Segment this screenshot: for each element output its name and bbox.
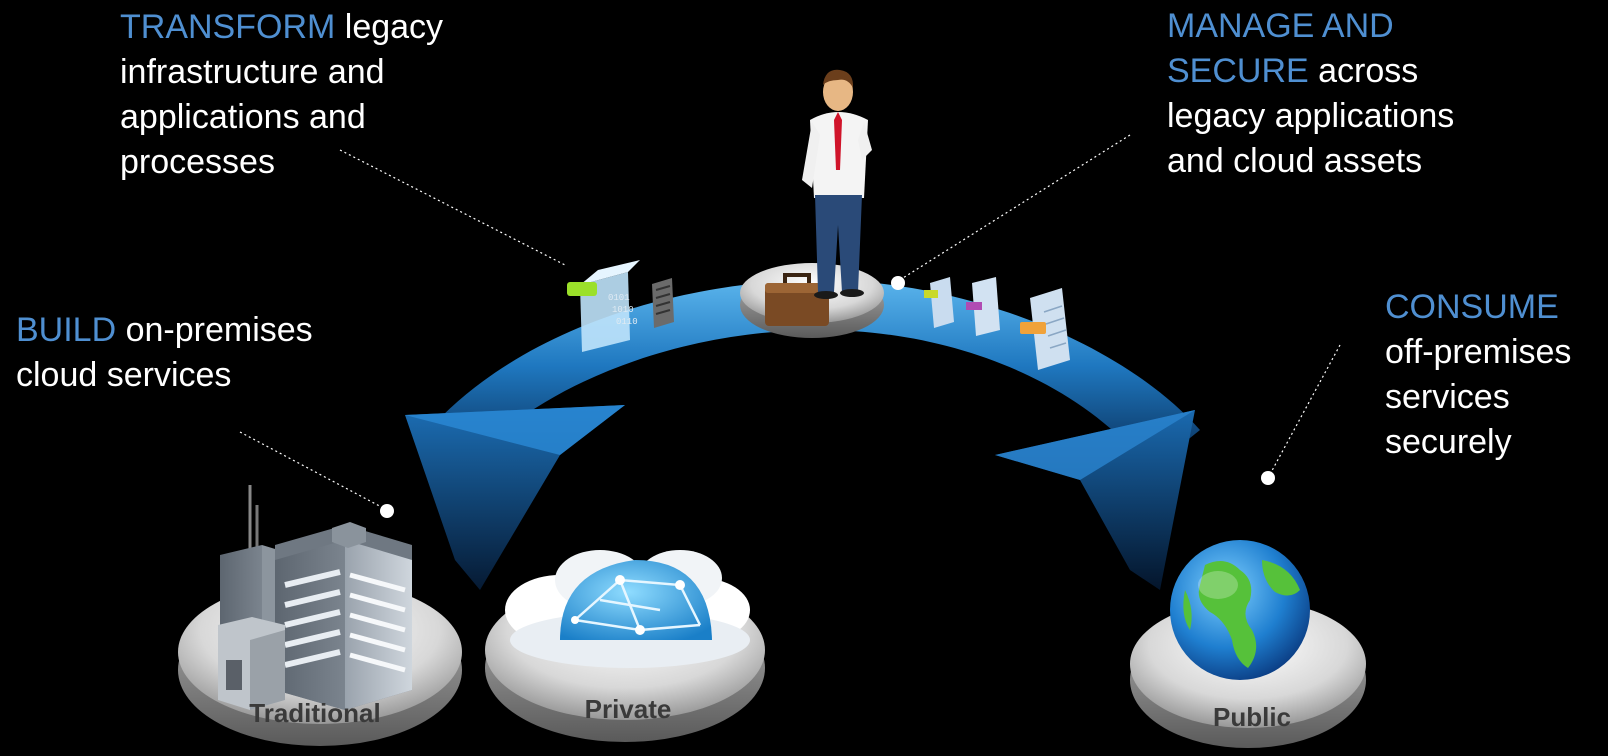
- callout-consume-line4: securely: [1385, 423, 1512, 461]
- callout-transform-line1-rest: legacy: [335, 8, 444, 46]
- svg-text:0110: 0110: [616, 317, 638, 327]
- callout-manage-keyword1: MANAGE AND: [1167, 7, 1394, 45]
- callout-build-keyword: BUILD: [16, 311, 117, 349]
- arrow-left: [405, 405, 625, 590]
- globe-icon: [1170, 540, 1310, 680]
- svg-text:1010: 1010: [612, 305, 634, 315]
- callout-build: BUILD on-premises cloud services: [16, 308, 313, 398]
- data-transform-icon: 0101 1010 0110: [567, 260, 674, 352]
- callout-transform-line1: TRANSFORM legacy: [120, 5, 443, 50]
- cloud-network-icon: [505, 550, 750, 668]
- office-building-icon: [218, 485, 412, 710]
- callout-build-line2: cloud services: [16, 356, 232, 394]
- callout-transform-line3: applications and: [120, 98, 366, 136]
- svg-text:0101: 0101: [608, 293, 630, 303]
- callout-manage-line4: and cloud assets: [1167, 142, 1423, 180]
- callout-consume-keyword: CONSUME: [1385, 288, 1559, 326]
- leader-dots: [380, 276, 1275, 518]
- leader-lines: [239, 134, 1341, 511]
- callout-transform-line2: infrastructure and: [120, 53, 385, 91]
- callout-manage: MANAGE AND SECURE across legacy applicat…: [1167, 4, 1454, 184]
- callout-manage-line2: SECURE across: [1167, 49, 1454, 94]
- callout-consume: CONSUME off-premises services securely: [1385, 285, 1571, 465]
- platform-label-public: Public: [1213, 702, 1291, 732]
- callout-transform: TRANSFORM legacy infrastructure and appl…: [120, 5, 443, 185]
- callout-build-line1: BUILD on-premises: [16, 308, 313, 353]
- platform-label-traditional: Traditional: [249, 698, 380, 728]
- person-icon: [802, 69, 872, 299]
- callout-manage-keyword2: SECURE: [1167, 52, 1309, 90]
- callout-manage-line2-rest: across: [1308, 52, 1419, 90]
- callout-manage-line3: legacy applications: [1167, 97, 1455, 135]
- platform-label-private: Private: [585, 694, 672, 724]
- documents-icon: [924, 277, 1070, 370]
- callout-transform-keyword: TRANSFORM: [120, 8, 336, 46]
- callout-consume-line2: off-premises: [1385, 333, 1572, 371]
- callout-build-line1-rest: on-premises: [116, 311, 313, 349]
- callout-transform-line4: processes: [120, 143, 275, 181]
- briefcase-icon: [765, 273, 829, 326]
- callout-consume-line3: services: [1385, 378, 1510, 416]
